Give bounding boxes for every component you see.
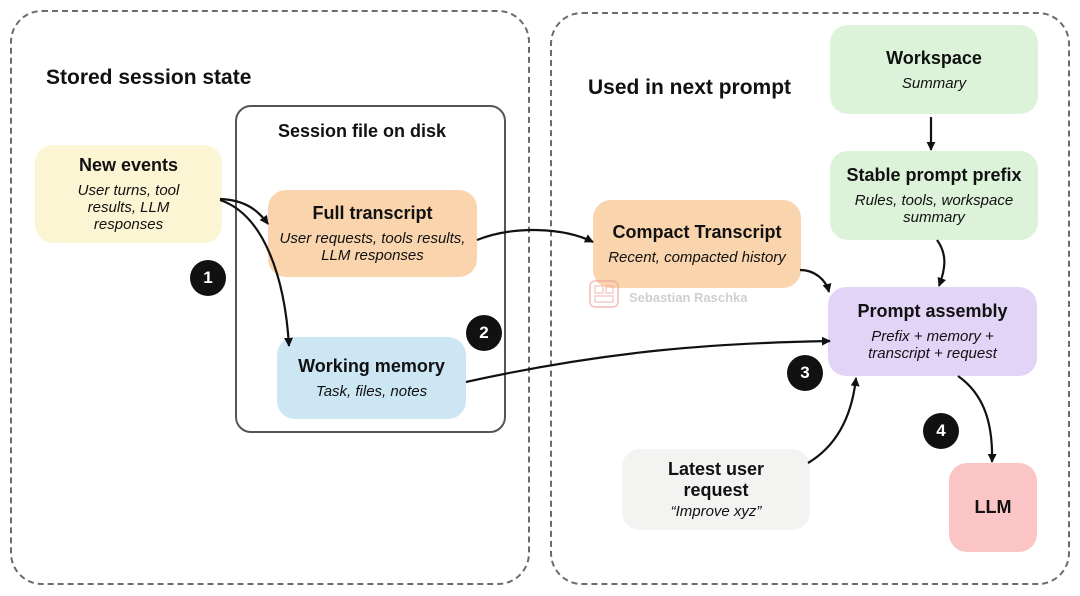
arrow-events-to-working-memory	[219, 198, 293, 347]
session-file-frame	[235, 105, 506, 433]
step-badge-1: 1	[190, 260, 226, 296]
arrow-memory-to-assembly	[465, 336, 831, 384]
working-memory-title: Working memory	[298, 356, 445, 376]
watermark: Sebastian Raschka	[587, 278, 748, 317]
watermark-text: Sebastian Raschka	[629, 290, 748, 305]
stored-session-title: Stored session state	[46, 66, 252, 89]
workspace-title: Workspace	[886, 47, 982, 68]
working-memory-node: Working memory Task, files, notes	[277, 337, 466, 419]
step-badge-3: 3	[787, 355, 823, 391]
new-events-title: New events	[78, 155, 179, 175]
arrow-events-to-full-transcript	[219, 197, 269, 225]
llm-node: LLM	[949, 463, 1037, 552]
next-prompt-panel	[550, 12, 1070, 585]
step-badge-4: 4	[923, 413, 959, 449]
arrow-assembly-to-llm	[957, 375, 997, 463]
new-events-subtitle: User turns, tool results, LLM responses	[77, 182, 180, 233]
workspace-node: Workspace Summary	[830, 25, 1038, 114]
llm-title: LLM	[974, 497, 1012, 517]
prompt-assembly-title: Prompt assembly	[857, 301, 1008, 321]
prompt-assembly-subtitle: Prefix + memory + transcript + request	[868, 328, 997, 362]
next-prompt-title: Used in next prompt	[588, 76, 792, 99]
prompt-assembly-node: Prompt assembly Prefix + memory + transc…	[828, 287, 1037, 376]
full-transcript-node: Full transcript User requests, tools res…	[268, 190, 477, 277]
stable-prefix-node: Stable prompt prefix Rules, tools, works…	[830, 151, 1038, 240]
arrow-prefix-to-assembly	[936, 239, 947, 287]
stable-prefix-subtitle: Rules, tools, workspace summary	[854, 192, 1014, 226]
latest-request-subtitle: “Improve xyz”	[670, 503, 762, 520]
full-transcript-subtitle: User requests, tools results, LLM respon…	[279, 230, 466, 264]
workspace-subtitle: Summary	[901, 74, 967, 92]
step-badge-2: 2	[466, 315, 502, 351]
full-transcript-title: Full transcript	[312, 203, 433, 223]
latest-request-title: Latest user request	[667, 459, 765, 500]
latest-request-node: Latest user request “Improve xyz”	[622, 449, 810, 530]
logo-icon	[587, 278, 623, 317]
compact-transcript-node: Compact Transcript Recent, compacted his…	[593, 200, 801, 288]
compact-transcript-title: Compact Transcript	[612, 222, 782, 242]
session-file-title: Session file on disk	[278, 121, 447, 141]
compact-transcript-subtitle: Recent, compacted history	[608, 249, 786, 266]
arrow-full-to-compact	[476, 229, 594, 243]
stored-session-panel	[10, 10, 530, 585]
arrow-compact-to-assembly	[799, 268, 832, 293]
arrow-request-to-assembly	[807, 377, 860, 464]
new-events-node: New events User turns, tool results, LLM…	[35, 145, 222, 243]
working-memory-subtitle: Task, files, notes	[315, 383, 428, 400]
stable-prefix-title: Stable prompt prefix	[846, 165, 1022, 185]
